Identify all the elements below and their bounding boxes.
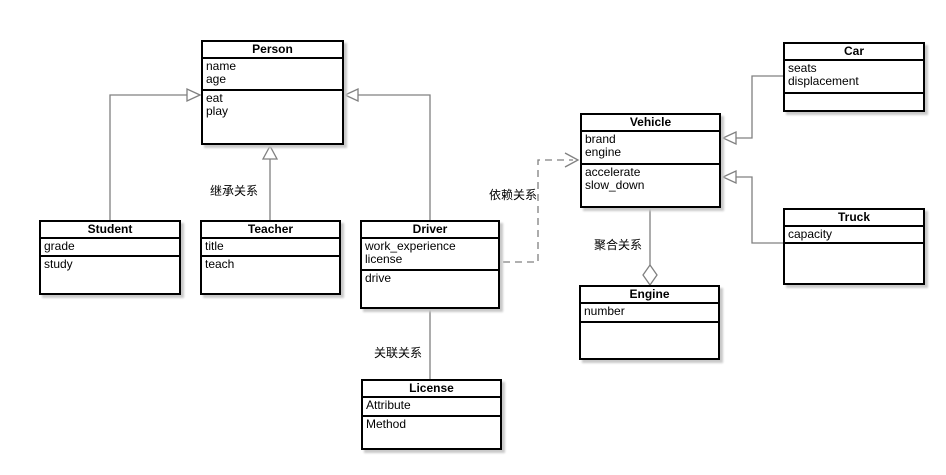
- class-attribute: capacity: [788, 227, 833, 241]
- class-method: eat: [206, 91, 223, 105]
- class-method: teach: [205, 257, 235, 271]
- class-attribute: age: [206, 72, 227, 86]
- class-title: Car: [785, 44, 923, 61]
- class-title: Vehicle: [582, 115, 719, 132]
- class-title: Teacher: [202, 222, 339, 239]
- class-attribute: Attribute: [366, 398, 411, 412]
- class-title: Student: [41, 222, 179, 239]
- class-driver[interactable]: Driver work_experience license drive: [360, 220, 500, 309]
- class-engine[interactable]: Engine number: [579, 285, 720, 360]
- edge-driver-person: [358, 94, 431, 220]
- class-attribute: work_experience: [365, 239, 456, 253]
- class-vehicle[interactable]: Vehicle brand engine accelerate slow_dow…: [580, 113, 721, 208]
- class-attribute: license: [365, 252, 403, 266]
- inheritance-arrow-icon: [261, 144, 279, 160]
- aggregation-diamond-icon: [642, 263, 658, 287]
- class-title: Driver: [362, 222, 498, 239]
- class-attribute: brand: [585, 132, 616, 146]
- class-attribute: displacement: [788, 74, 859, 88]
- dependency-arrow-icon: [564, 152, 580, 168]
- class-attribute: name: [206, 59, 237, 73]
- class-attribute: engine: [585, 145, 622, 159]
- class-student[interactable]: Student grade study: [39, 220, 181, 295]
- class-method: play: [206, 104, 229, 118]
- class-attribute: number: [584, 304, 625, 318]
- class-method: drive: [365, 271, 392, 285]
- edge-truck-vehicle: [736, 176, 783, 244]
- class-car[interactable]: Car seats displacement: [783, 42, 925, 112]
- class-person[interactable]: Person name age eat play: [201, 40, 344, 145]
- class-license[interactable]: License Attribute Method: [361, 379, 502, 450]
- edge-driver-vehicle: [503, 159, 573, 263]
- inheritance-arrow-icon: [721, 130, 737, 146]
- class-method: accelerate: [585, 165, 641, 179]
- label-aggregation: 聚合关系: [594, 238, 643, 252]
- edge-car-vehicle: [736, 75, 783, 139]
- class-teacher[interactable]: Teacher title teach: [200, 220, 341, 295]
- inheritance-arrow-icon: [186, 87, 202, 103]
- class-method: Method: [366, 417, 407, 431]
- class-method: study: [44, 257, 73, 271]
- label-inheritance: 继承关系: [210, 184, 259, 198]
- class-title: Truck: [785, 210, 923, 227]
- edge-student-person: [109, 94, 187, 220]
- label-dependency: 依赖关系: [489, 188, 538, 202]
- class-method: slow_down: [585, 178, 645, 192]
- label-association: 关联关系: [374, 346, 423, 360]
- class-attribute: title: [205, 239, 224, 253]
- class-truck[interactable]: Truck capacity: [783, 208, 925, 285]
- inheritance-arrow-icon: [721, 169, 737, 185]
- class-attribute: seats: [788, 61, 817, 75]
- class-title: Person: [203, 42, 342, 59]
- class-attribute: grade: [44, 239, 75, 253]
- class-title: Engine: [581, 287, 718, 304]
- inheritance-arrow-icon: [343, 87, 359, 103]
- class-title: License: [363, 381, 500, 398]
